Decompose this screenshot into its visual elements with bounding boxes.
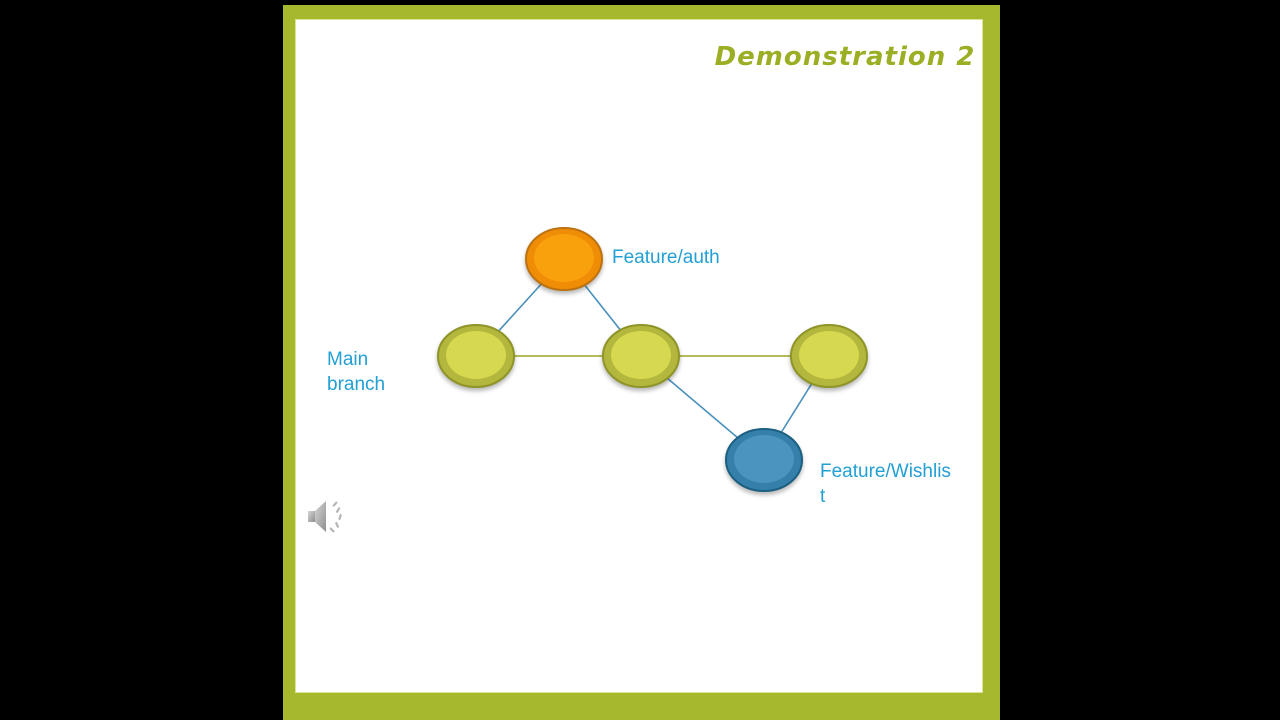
- commit-node-main-2: [602, 324, 680, 388]
- label-feature-wishlist: Feature/Wishlis t: [820, 461, 951, 507]
- slide-title: Demonstration 2: [714, 42, 976, 72]
- commit-node-main-1: [437, 324, 515, 388]
- label-feature-auth: Feature/auth: [612, 247, 720, 268]
- commit-node-main-3: [790, 324, 868, 388]
- speaker-body: [308, 501, 326, 532]
- sound-waves: [329, 501, 342, 533]
- label-main-branch: Main branch: [327, 349, 386, 395]
- commit-node-feature-auth: [525, 227, 603, 291]
- audio-speaker-icon[interactable]: [307, 497, 349, 537]
- commit-node-feature-wishlist: [725, 428, 803, 492]
